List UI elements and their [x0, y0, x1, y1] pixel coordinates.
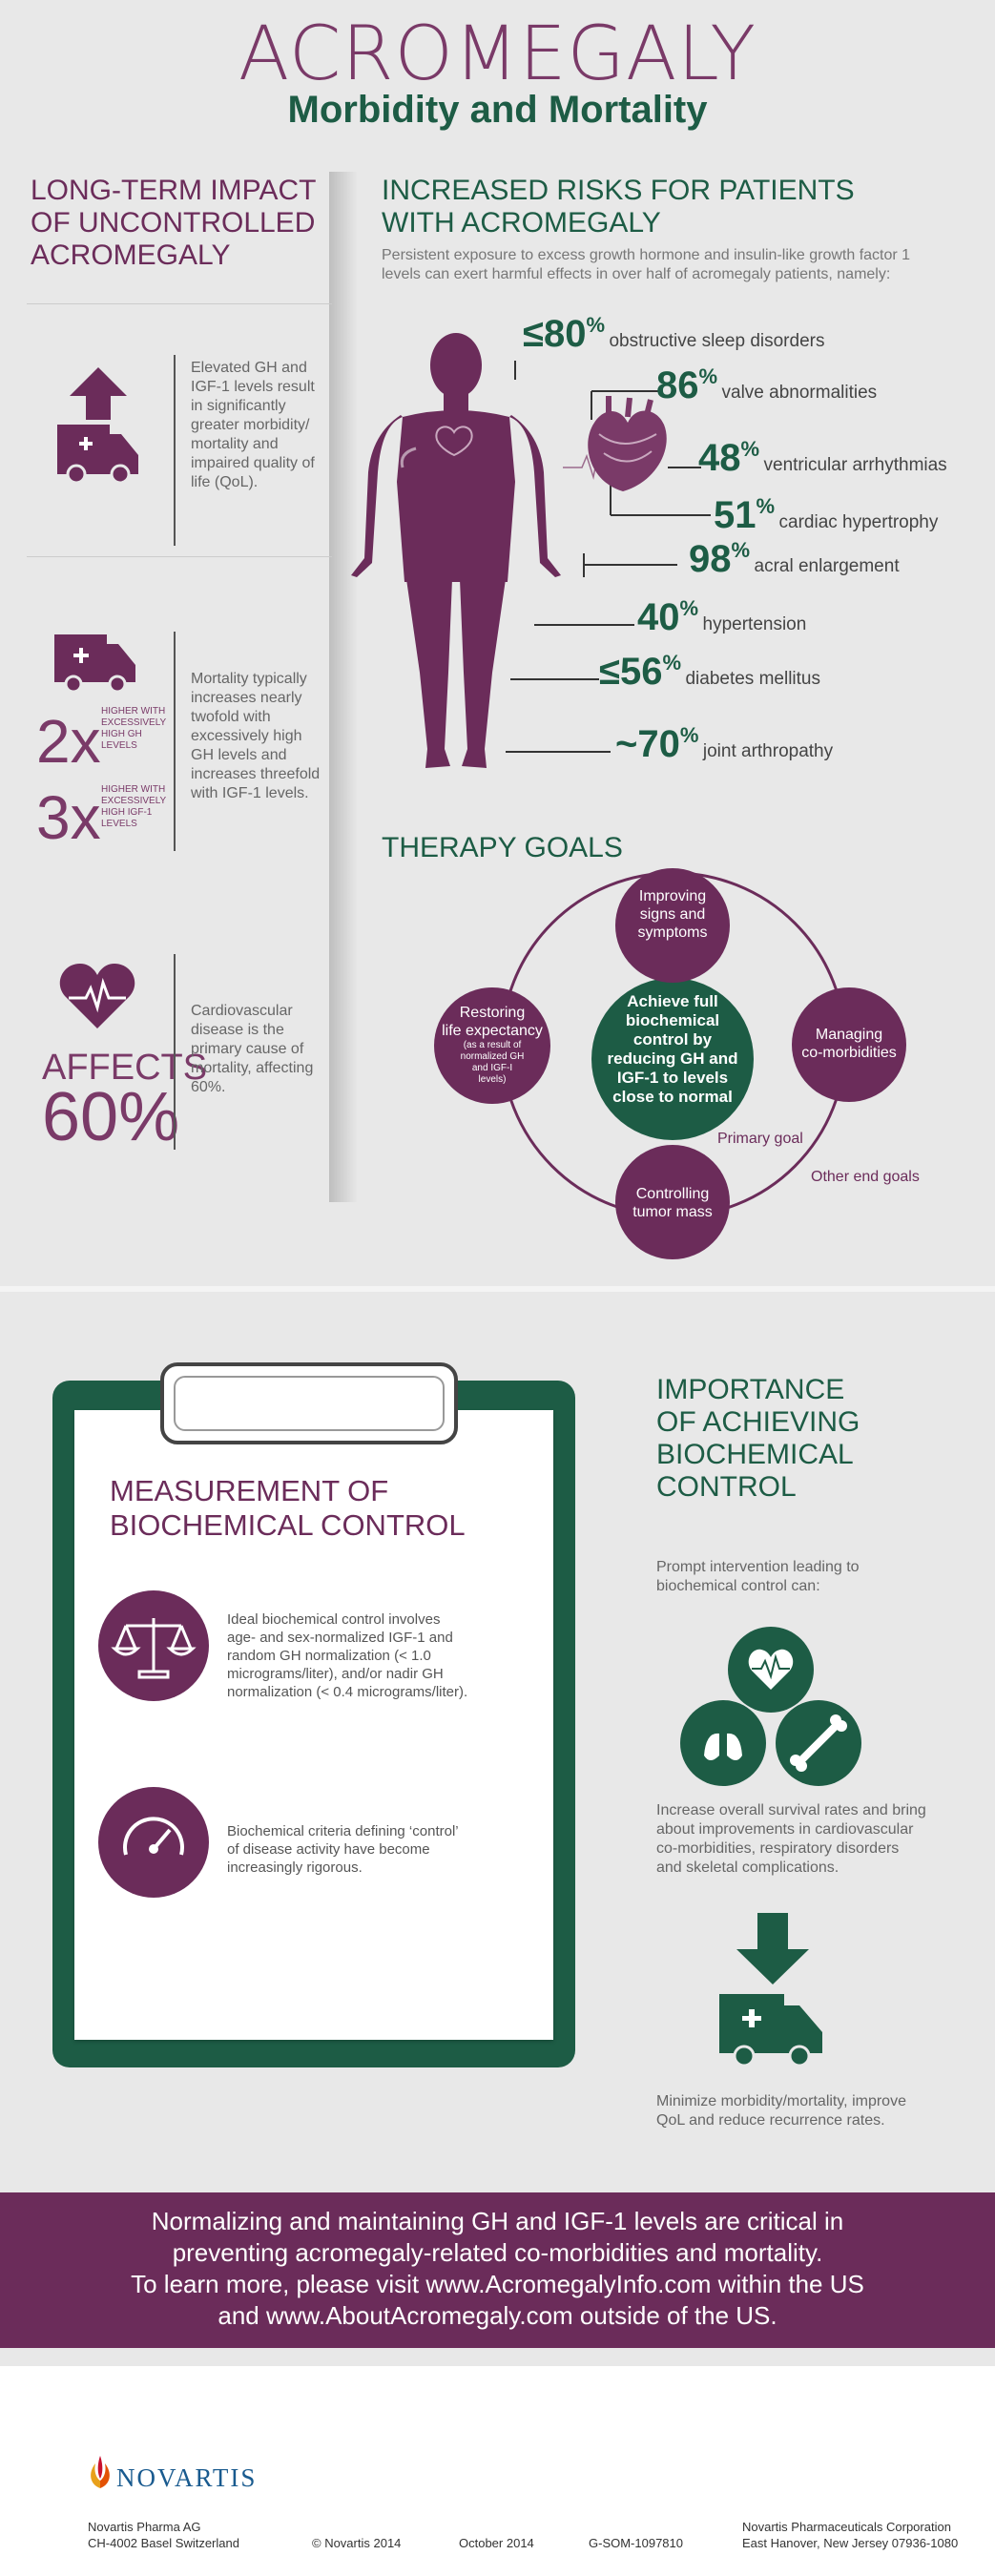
therapy-heading: THERAPY GOALS — [382, 832, 623, 863]
risks-intro: Persistent exposure to excess growth hor… — [382, 247, 911, 282]
therapy-ring — [500, 871, 847, 1218]
page-subtitle: Morbidity and Mortality — [287, 89, 708, 131]
left-divider-top — [27, 303, 332, 304]
ambulance-icon — [54, 634, 135, 692]
ambulance-down-icon — [719, 1913, 822, 2066]
measurement-item2: Biochemical criteria defining ‘control’o… — [227, 1823, 459, 1876]
primary-goal-label: Primary goal — [717, 1131, 803, 1147]
affects-label: AFFECTS — [42, 1048, 208, 1088]
risk-item-hypertrophy: 51% cardiac hypertrophy — [714, 494, 939, 536]
multiplier-3x: 3x — [36, 783, 101, 852]
footer-band — [0, 2366, 995, 2576]
importance-item1: Increase overall survival rates and brin… — [656, 1802, 926, 1876]
goal-primary-circle — [591, 978, 754, 1140]
scales-icon — [98, 1590, 209, 1701]
novartis-logo-icon — [91, 2456, 110, 2488]
clipboard-paper — [74, 1410, 553, 2040]
ambulance-up-icon — [57, 367, 138, 482]
affects-value: 60% — [42, 1079, 180, 1155]
novartis-brand: NOVARTIS — [116, 2463, 258, 2492]
vertical-rule-3 — [174, 954, 176, 1150]
footer-code: G-SOM-1097810 — [589, 2536, 683, 2550]
risk-item-arthropathy: ~70% joint arthropathy — [615, 723, 834, 765]
bottom-banner — [0, 2192, 995, 2348]
footer-copyright: © Novartis 2014 — [312, 2536, 402, 2550]
left-panel-shadow — [329, 172, 358, 1202]
risk-item-hypertension: 40% hypertension — [637, 596, 807, 638]
risk-item-diabetes: ≤56% diabetes mellitus — [599, 651, 820, 693]
heart-icon — [59, 964, 135, 1028]
other-goals-label: Other end goals — [811, 1169, 920, 1185]
goal-top-circle — [615, 868, 730, 983]
risk-item-sleep: ≤80% obstructive sleep disorders — [523, 313, 825, 355]
goal-bottom-circle — [615, 1145, 730, 1259]
bottom-banner-text: Normalizing and maintaining GH and IGF-1… — [131, 2207, 864, 2330]
vertical-rule-1 — [174, 355, 176, 546]
vertical-rule-2 — [174, 632, 176, 851]
risk-item-arrhythmia: 48% ventricular arrhythmias — [698, 437, 947, 479]
page-title: ACROMEGALY — [238, 11, 757, 97]
gauge-icon — [98, 1787, 209, 1898]
left-divider-mid — [27, 556, 332, 557]
clipboard-clip-inner — [174, 1376, 445, 1431]
multiplier-2x: 2x — [36, 707, 101, 776]
goal-right-circle — [792, 987, 906, 1102]
health-cluster-icon — [680, 1627, 861, 1786]
goal-left-circle — [434, 987, 550, 1104]
risk-item-acral: 98% acral enlargement — [689, 538, 900, 580]
risk-connector-lines — [506, 361, 711, 753]
human-figure — [351, 333, 561, 768]
footer-date: October 2014 — [459, 2536, 534, 2550]
section-divider — [0, 1286, 995, 1292]
risk-item-valve: 86% valve abnormalities — [656, 364, 878, 406]
